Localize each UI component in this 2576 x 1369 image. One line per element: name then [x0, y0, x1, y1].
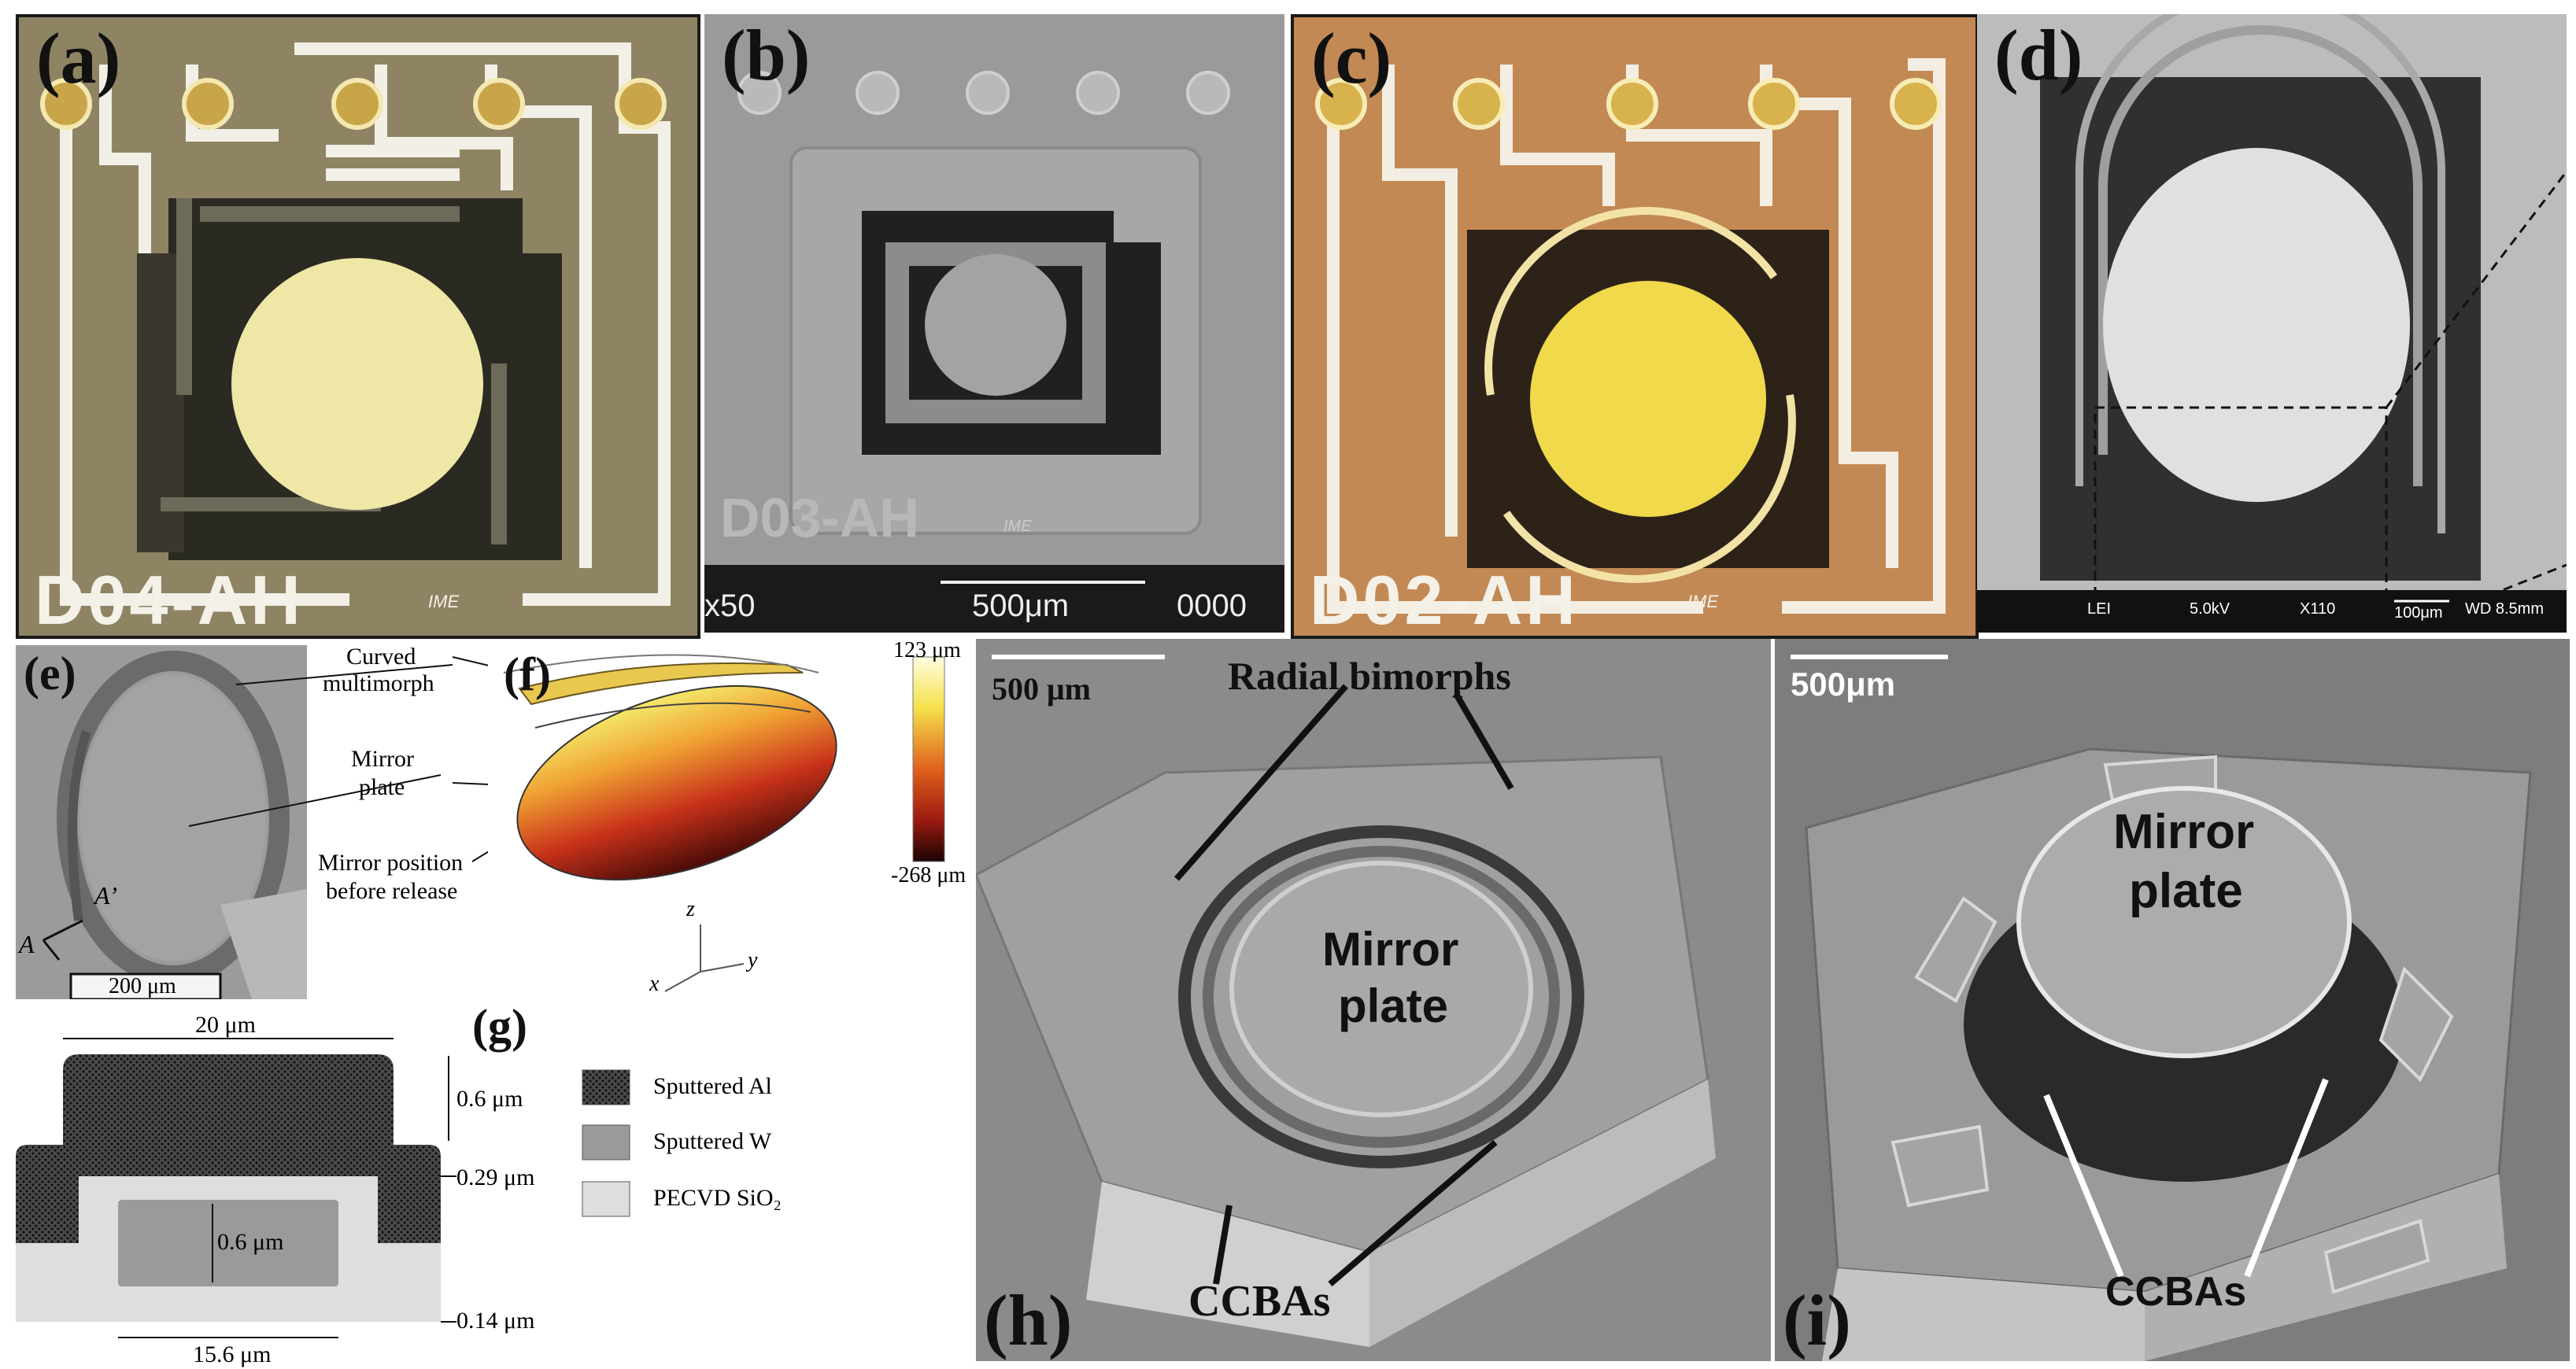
axis-x: x: [649, 972, 660, 996]
panel-label-b: (b): [722, 15, 811, 95]
chip-image-a: [19, 17, 697, 636]
point-A: A: [19, 930, 35, 958]
sem-bar-lei: LEI: [2087, 600, 2112, 618]
chip-id-c: D02-AH: [1310, 561, 1579, 639]
sem-image-e: [16, 645, 307, 999]
sem-image-d: [1977, 14, 2567, 633]
panel-h: (h) 500 μm Radial bimorphs Mirror plate …: [976, 639, 1771, 1361]
dim-al-thickness: 0.6 μm: [456, 1086, 523, 1112]
sem-bar-kv: 5.0kV: [2190, 600, 2230, 618]
dim-bottom: 0.14 μm: [456, 1308, 535, 1334]
scale-label-h: 500 μm: [992, 671, 1091, 707]
legend-w: Sputtered W: [653, 1128, 772, 1154]
sem-bar-wd: WD 8.5mm: [2465, 600, 2544, 618]
sem-bar-scale: 100μm: [2394, 604, 2443, 622]
mirror-label-i: Mirror: [2113, 805, 2255, 859]
plate-label-h: plate: [1338, 980, 1449, 1032]
panel-label-a: (a): [36, 18, 121, 98]
callout-before-release: before release: [326, 878, 458, 904]
panel-e: (e) A A’ 200 μm: [16, 645, 307, 999]
dim-top-width: 20 μm: [195, 1012, 256, 1038]
panel-f: (f) 123 μm -268 μm z x y: [488, 641, 968, 1003]
dim-gap: 0.29 μm: [456, 1164, 535, 1190]
panel-label-c: (c): [1311, 18, 1392, 98]
chip-id-b: D03-AH: [720, 487, 919, 548]
mirror-label-h: Mirror: [1322, 923, 1459, 976]
panel-label-d: (d): [1994, 15, 2083, 95]
sem-image-h: [976, 639, 1771, 1361]
cross-section-g: [16, 1038, 630, 1338]
panel-c: (c) D02-AH IME: [1291, 14, 1979, 639]
panel-label-e: (e): [24, 648, 76, 699]
callout-curved: Curved: [346, 644, 416, 670]
panel-a: (a) D04-AH IME: [16, 14, 700, 639]
plate-label-i: plate: [2129, 864, 2243, 918]
chip-id-a: D04-AH: [35, 561, 304, 639]
colorbar-max: 123 μm: [893, 641, 961, 662]
sem-image-b: [704, 14, 1284, 633]
ime-logo-a: IME: [428, 592, 460, 611]
callout-mirror: Mirror: [351, 746, 414, 772]
legend-sio2: PECVD SiO₂: [653, 1185, 782, 1211]
panel-label-h: (h): [984, 1280, 1073, 1360]
legend-al: Sputtered Al: [653, 1073, 772, 1099]
chip-image-c: [1294, 17, 1975, 636]
sem-footer-right-b: 0000: [1177, 589, 1247, 623]
scale-label-b: 500μm: [972, 589, 1070, 623]
ime-logo-b: IME: [1003, 518, 1032, 535]
panel-label-g: (g): [472, 1007, 527, 1052]
panel-b: (b) D03-AH IME x50 500μm 0000: [704, 14, 1284, 633]
ccbas-label-h: CCBAs: [1188, 1277, 1331, 1326]
ime-logo-c: IME: [1687, 592, 1719, 611]
axis-z: z: [686, 897, 695, 921]
scale-label-e: 200 μm: [109, 974, 176, 998]
dim-w-thickness: 0.6 μm: [217, 1229, 284, 1255]
panel-d: (d) LEI 5.0kV X110 100μm WD 8.5mm: [1977, 14, 2567, 633]
panel-label-f: (f): [504, 648, 551, 700]
radial-bimorphs-label: Radial bimorphs: [1228, 654, 1511, 698]
ccbas-label-i: CCBAs: [2105, 1269, 2247, 1315]
dim-w-width: 15.6 μm: [193, 1341, 272, 1367]
panel-i: (i) 500μm Mirror plate CCBAs: [1775, 639, 2570, 1361]
sem-image-i: [1775, 639, 2570, 1361]
colorbar-min: -268 μm: [891, 863, 966, 887]
sem-bar-mag: X110: [2300, 600, 2336, 618]
callout-mirror-position: Mirror position: [318, 850, 464, 876]
panel-label-i: (i): [1783, 1280, 1851, 1360]
panel-g: (g) 20 μm 0.6 μm 0.29 μm 0.6 μm 0.14 μm …: [0, 1007, 976, 1369]
scale-label-i: 500μm: [1791, 666, 1896, 703]
deflection-plot-f: [503, 654, 945, 992]
sem-footer-left-b: x50: [704, 589, 756, 623]
axis-y: y: [748, 948, 758, 972]
point-A-prime: A’: [94, 881, 118, 910]
